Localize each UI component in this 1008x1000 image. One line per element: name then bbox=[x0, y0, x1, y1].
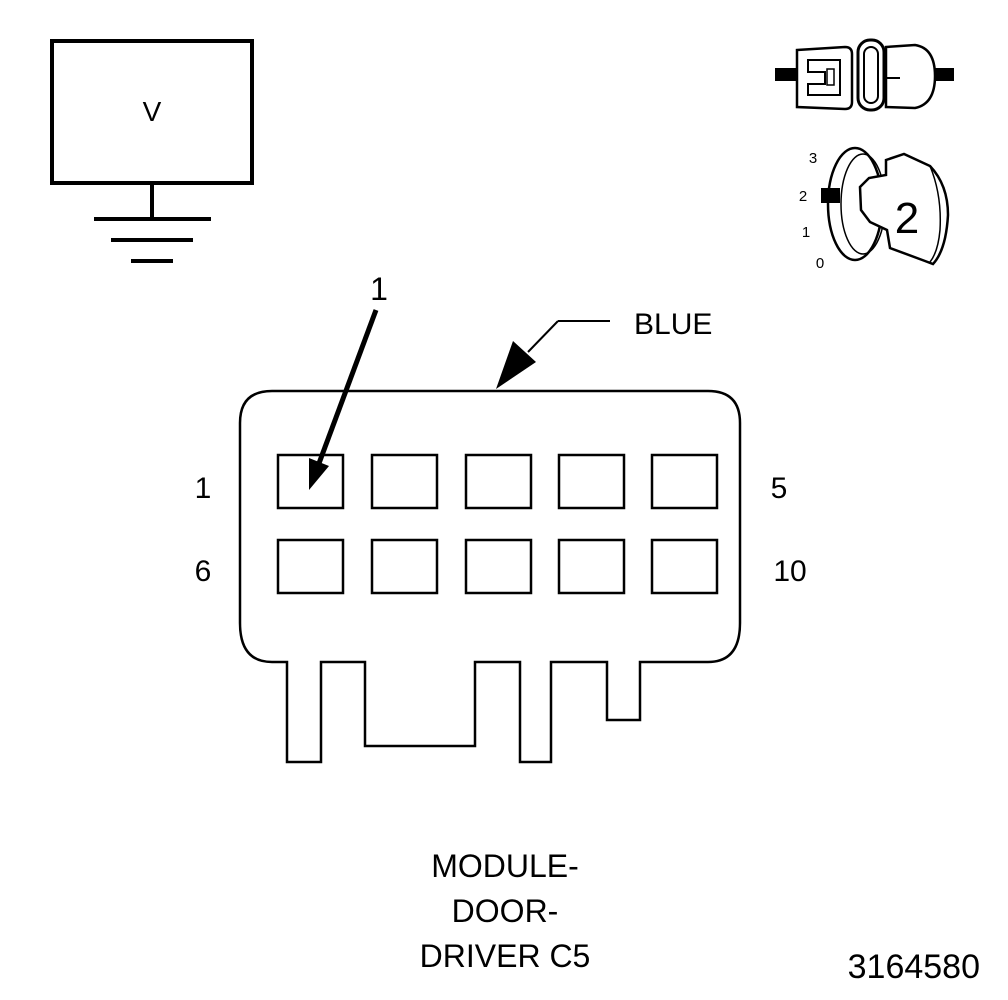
ignition-switch-icon: 2 3 2 1 0 bbox=[799, 146, 950, 272]
pointer-label: 1 bbox=[370, 271, 388, 307]
ignition-position-2: 2 bbox=[799, 188, 807, 205]
terminal-cavity bbox=[370, 538, 439, 595]
disconnected-connector-icon bbox=[775, 38, 954, 112]
terminal-cavity bbox=[557, 453, 626, 510]
pin-label-bottom-right: 10 bbox=[773, 555, 806, 588]
figure-number: 3164580 bbox=[848, 948, 980, 986]
terminal-cavity bbox=[557, 538, 626, 595]
pin-pointer-arrow bbox=[309, 309, 379, 490]
color-callout-leader bbox=[496, 320, 610, 389]
voltmeter-symbol: V bbox=[50, 39, 254, 263]
terminal-cavity bbox=[464, 538, 533, 595]
pin-label-top-left: 1 bbox=[195, 472, 212, 505]
meter-symbol-label: V bbox=[143, 96, 162, 127]
ground-icon bbox=[94, 183, 211, 263]
ignition-key-position-label: 2 bbox=[895, 194, 919, 243]
connector-color-label: BLUE bbox=[634, 308, 712, 341]
terminal-cavity bbox=[650, 538, 719, 595]
connector-title-line-2: DOOR- bbox=[452, 893, 559, 929]
ignition-position-marker bbox=[821, 188, 840, 203]
pin-label-bottom-left: 6 bbox=[195, 555, 212, 588]
terminal-cavity bbox=[650, 453, 719, 510]
connector-title-line-1: MODULE- bbox=[431, 848, 579, 884]
meter-box bbox=[50, 39, 254, 185]
ignition-position-0: 0 bbox=[816, 255, 824, 272]
ignition-key-icon bbox=[858, 152, 950, 266]
pin-label-top-right: 5 bbox=[771, 472, 788, 505]
connector-title-line-3: DRIVER C5 bbox=[420, 938, 591, 974]
terminal-cavity bbox=[276, 538, 345, 595]
ignition-position-1: 1 bbox=[802, 224, 810, 241]
ignition-position-3: 3 bbox=[809, 150, 817, 167]
terminal-cavity bbox=[464, 453, 533, 510]
terminal-cavity bbox=[370, 453, 439, 510]
